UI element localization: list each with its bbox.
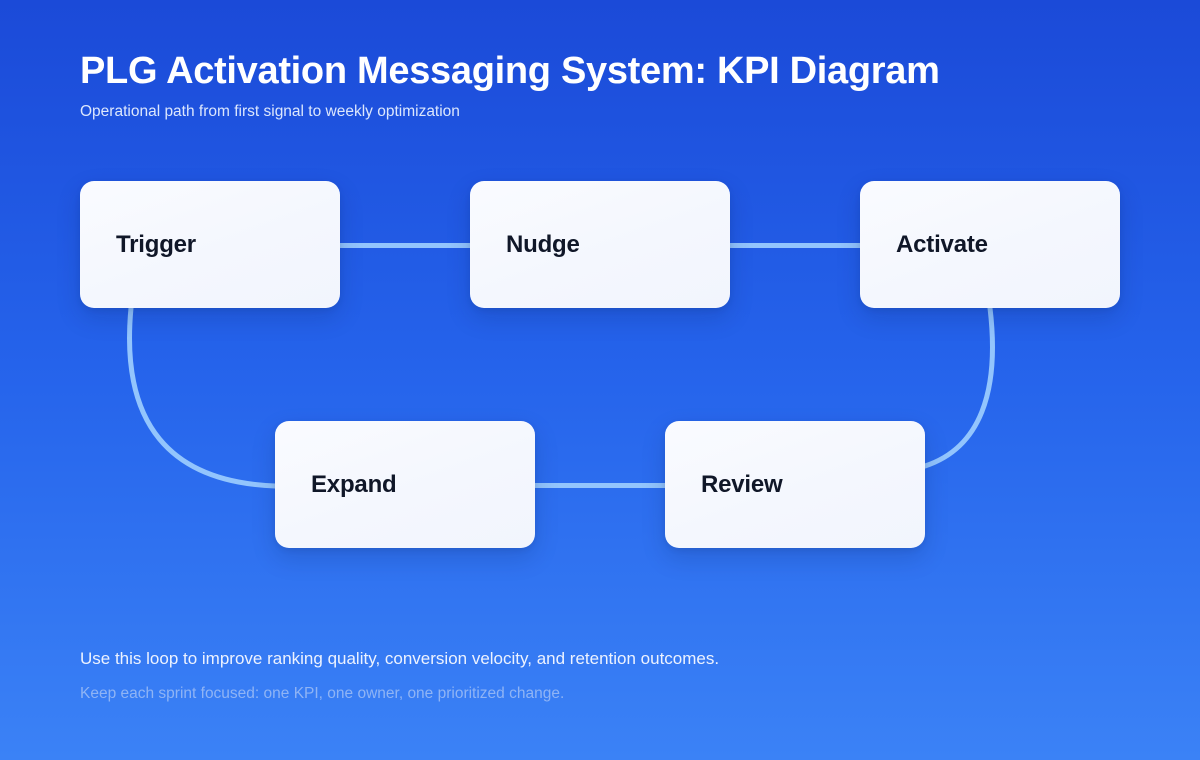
node-review[interactable]: Review xyxy=(665,421,925,548)
node-nudge[interactable]: Nudge xyxy=(470,181,730,308)
page-title: PLG Activation Messaging System: KPI Dia… xyxy=(80,50,940,92)
footer-primary-text: Use this loop to improve ranking quality… xyxy=(80,649,720,668)
node-trigger[interactable]: Trigger xyxy=(80,181,340,308)
node-expand-label: Expand xyxy=(311,470,397,498)
node-expand[interactable]: Expand xyxy=(275,421,535,548)
node-review-label: Review xyxy=(701,470,783,498)
edge-expand-trigger xyxy=(127,305,278,489)
page-subtitle: Operational path from first signal to we… xyxy=(80,103,460,120)
edge-activate-review xyxy=(922,305,995,469)
footer-secondary-text: Keep each sprint focused: one KPI, one o… xyxy=(80,685,565,702)
footer: Use this loop to improve ranking quality… xyxy=(80,646,1120,705)
header: PLG Activation Messaging System: KPI Dia… xyxy=(80,48,1120,122)
node-activate[interactable]: Activate xyxy=(860,181,1120,308)
node-activate-label: Activate xyxy=(896,230,988,258)
node-nudge-label: Nudge xyxy=(506,230,580,258)
node-trigger-label: Trigger xyxy=(116,230,196,258)
